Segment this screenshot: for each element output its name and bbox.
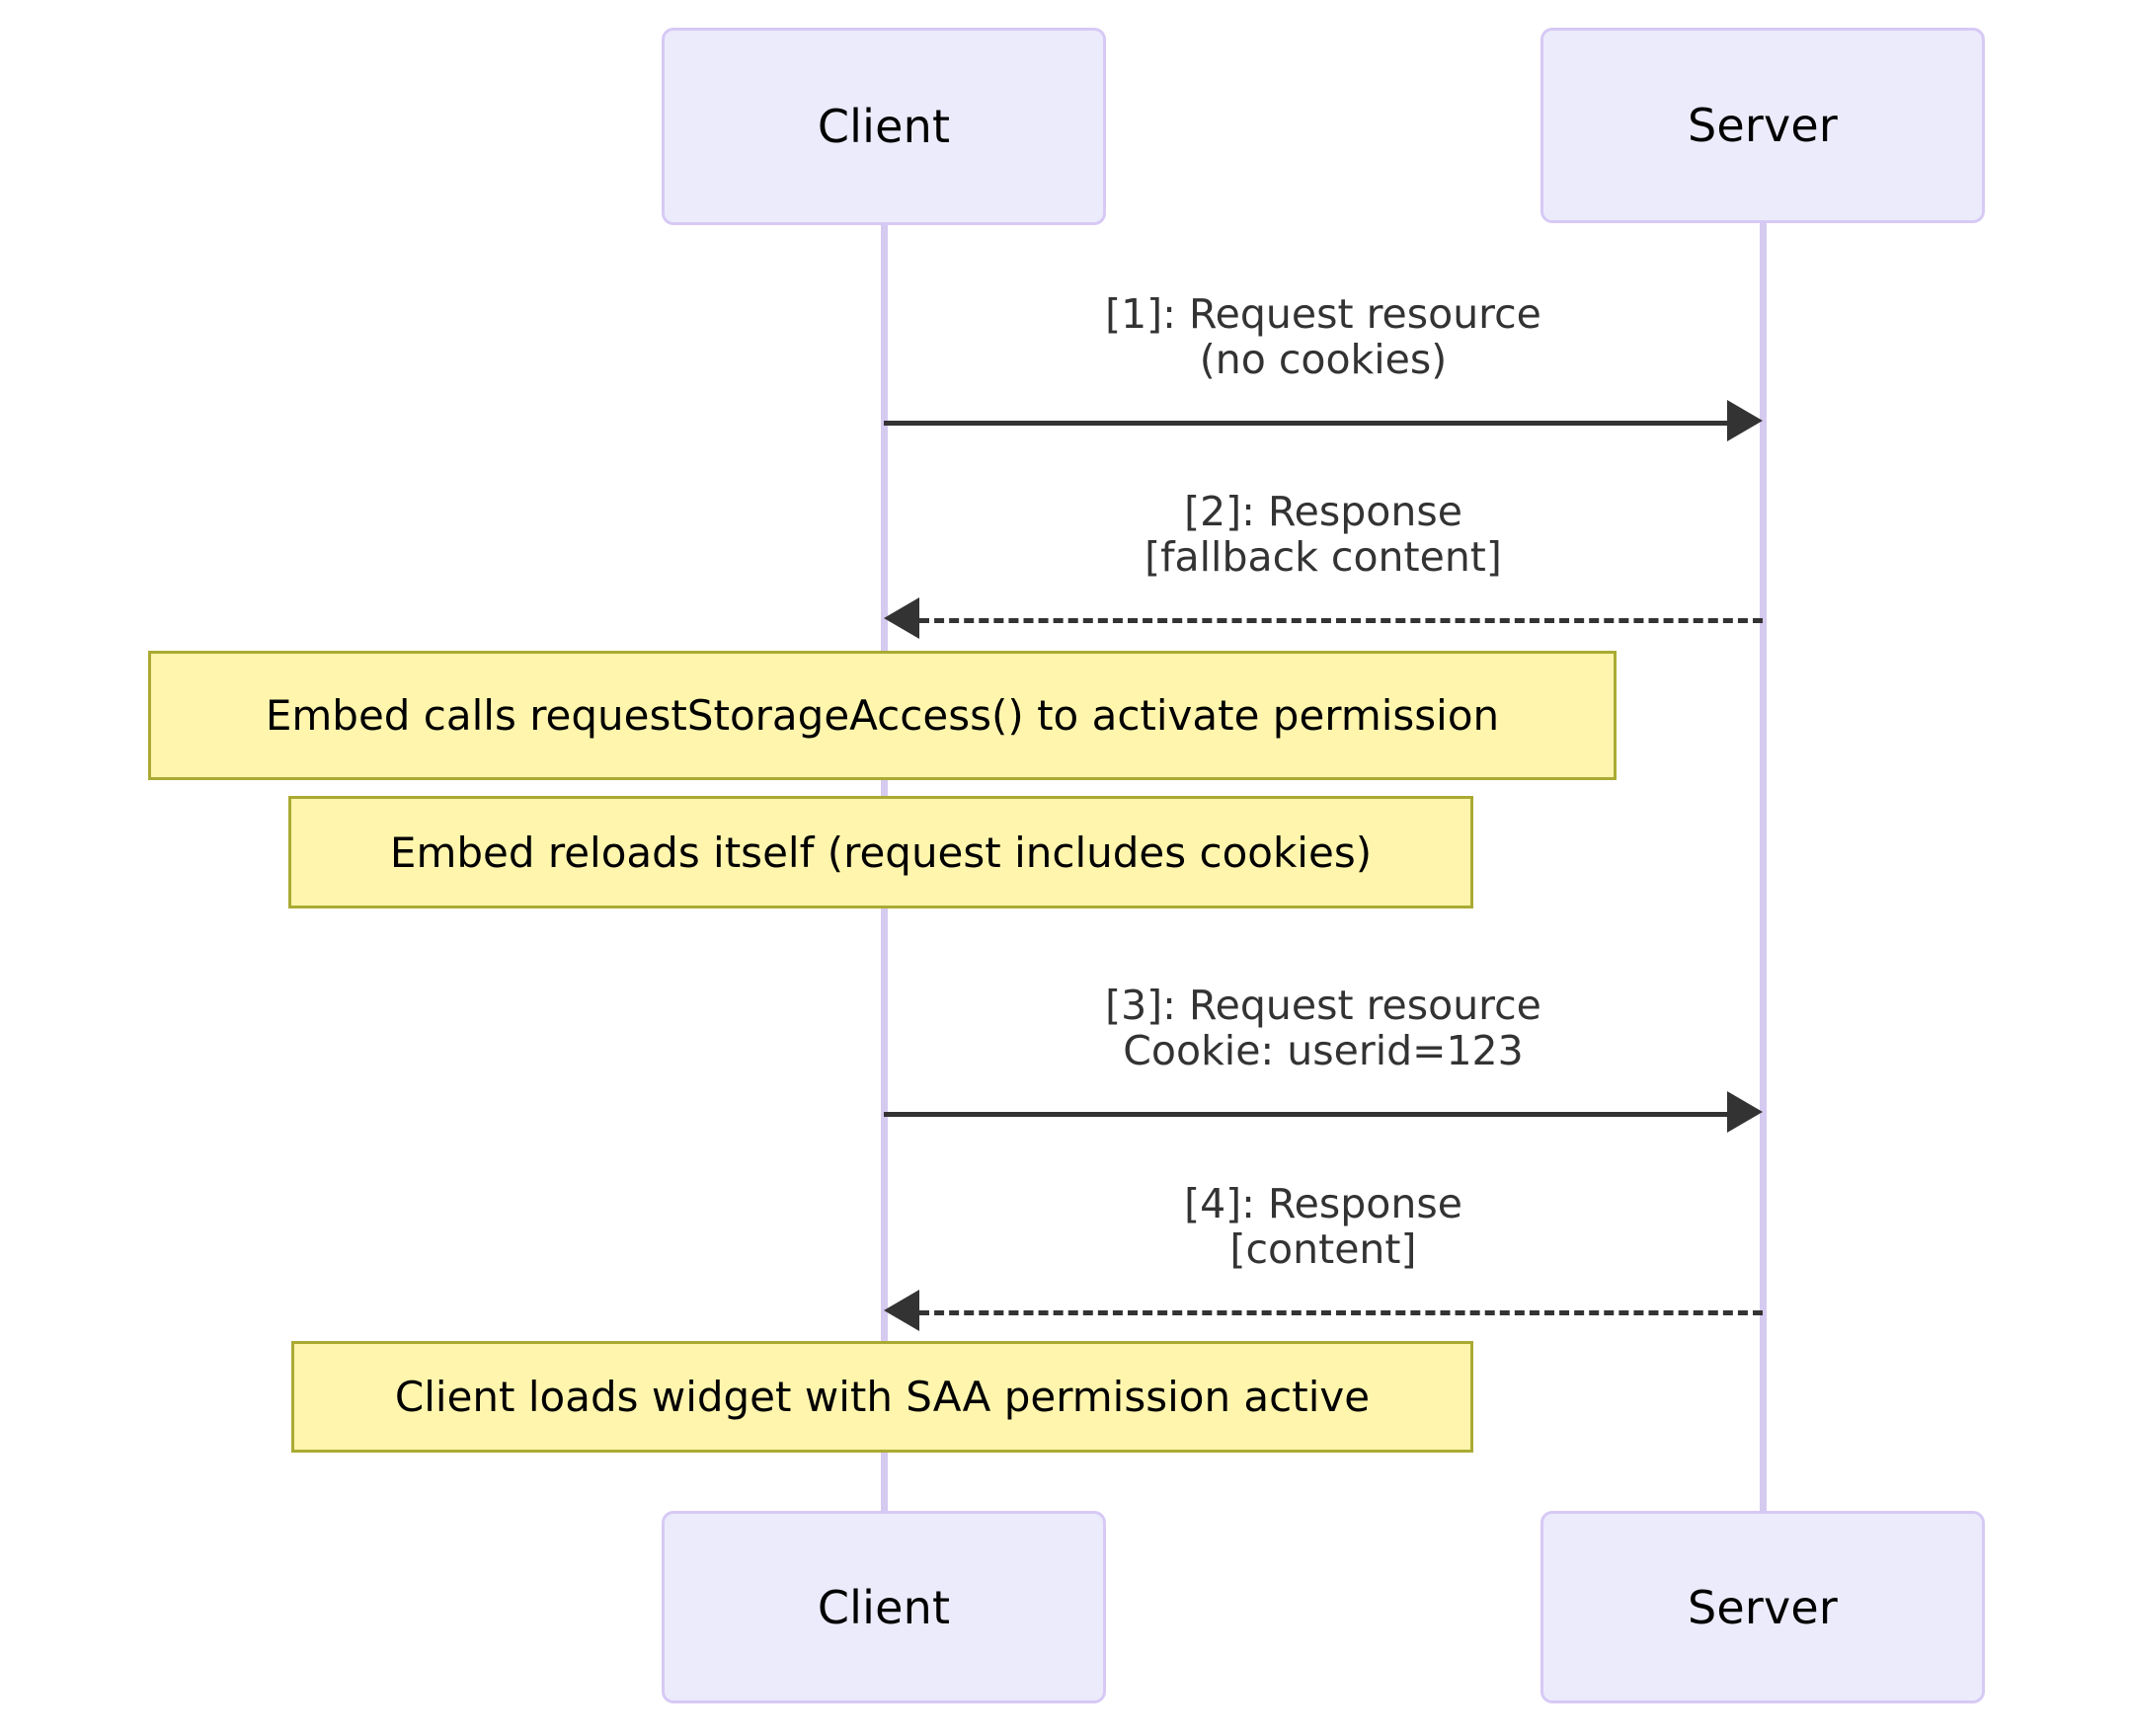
participant-server-bottom-label: Server	[1687, 1580, 1839, 1634]
message-3-arrowhead	[1727, 1091, 1763, 1133]
message-1-label: [1]: Request resource (no cookies)	[1105, 290, 1541, 383]
participant-client-bottom-label: Client	[817, 1580, 951, 1634]
lifeline-server	[1760, 222, 1767, 1514]
message-3-label: [3]: Request resource Cookie: userid=123	[1105, 982, 1541, 1074]
message-4-line	[919, 1310, 1763, 1315]
participant-server-bottom[interactable]: Server	[1540, 1511, 1985, 1703]
message-3-line	[884, 1112, 1727, 1117]
note-2-label: Embed reloads itself (request includes c…	[389, 828, 1373, 877]
message-4-arrowhead	[884, 1290, 919, 1331]
message-1-line	[884, 421, 1727, 426]
note-1[interactable]: Embed calls requestStorageAccess() to ac…	[148, 651, 1617, 780]
message-2-line	[919, 618, 1763, 623]
participant-client-top-label: Client	[817, 100, 951, 153]
participant-server-top-label: Server	[1687, 99, 1839, 152]
note-3-label: Client loads widget with SAA permission …	[394, 1373, 1371, 1421]
message-2-arrowhead	[884, 597, 919, 639]
message-4-label: [4]: Response [content]	[1184, 1180, 1462, 1273]
message-1-arrowhead	[1727, 400, 1763, 441]
note-3[interactable]: Client loads widget with SAA permission …	[291, 1341, 1473, 1453]
participant-server-top[interactable]: Server	[1540, 28, 1985, 223]
message-2-label: [2]: Response [fallback content]	[1144, 488, 1502, 581]
participant-client-bottom[interactable]: Client	[662, 1511, 1106, 1703]
participant-client-top[interactable]: Client	[662, 28, 1106, 225]
note-1-label: Embed calls requestStorageAccess() to ac…	[265, 691, 1500, 740]
note-2[interactable]: Embed reloads itself (request includes c…	[288, 796, 1473, 908]
